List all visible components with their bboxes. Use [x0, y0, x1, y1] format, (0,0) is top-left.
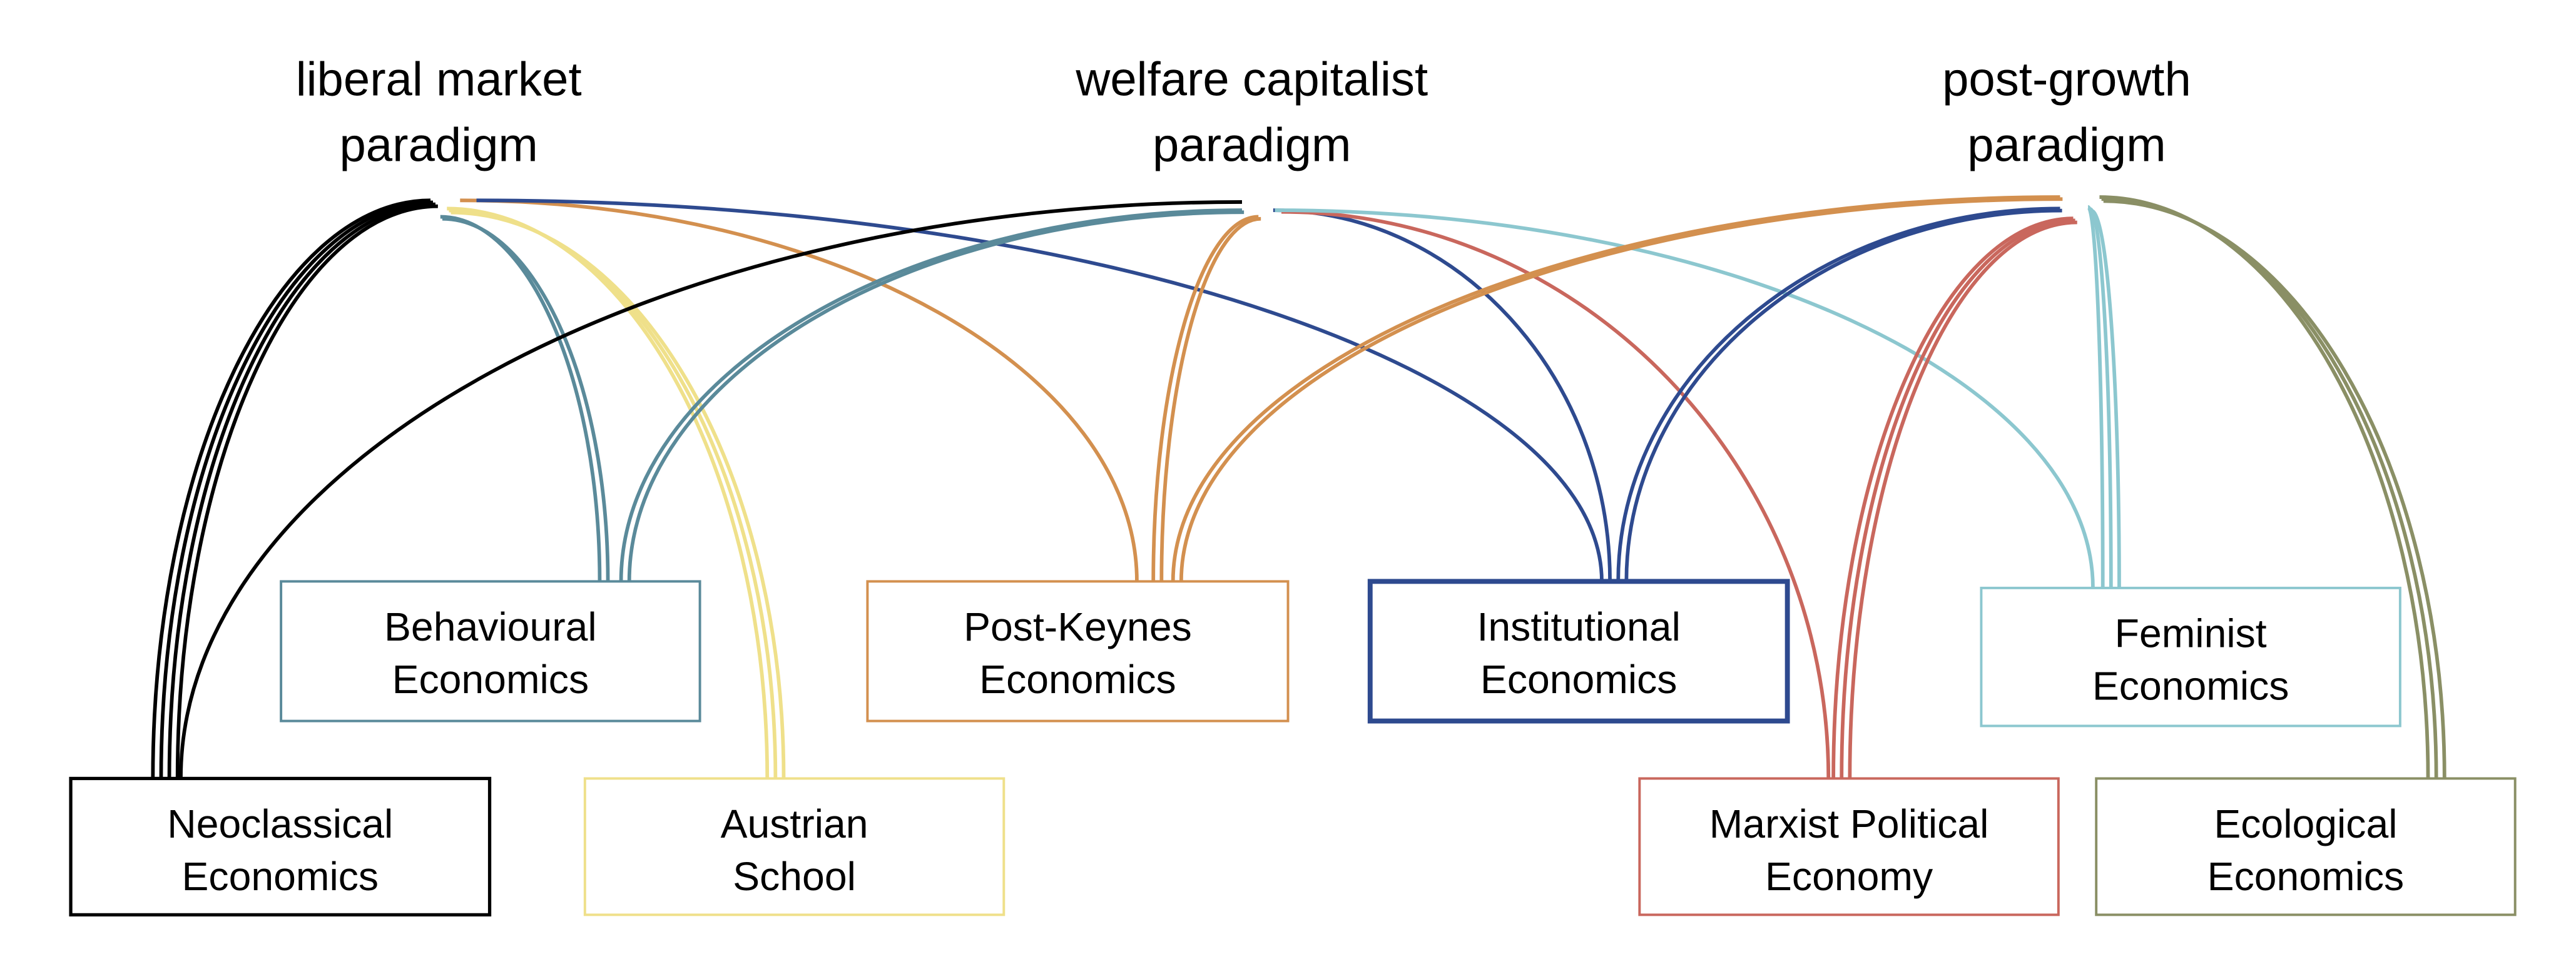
paradigm-title-line1: liberal market [296, 53, 582, 106]
link-liberal-to-postkeynes [460, 198, 1139, 582]
link-postgrowth-to-marxist [1840, 218, 2075, 779]
link-postgrowth-to-postkeynes [1171, 195, 2060, 582]
link-postgrowth-to-institutional [1624, 208, 2062, 582]
school-label-line2: Economics [182, 854, 379, 899]
school-box-border [280, 580, 701, 723]
paradigm-postgrowth: post-growth paradigm [1942, 53, 2191, 171]
school-box-border [1638, 777, 2060, 916]
paradigm-title-line2: paradigm [339, 118, 537, 171]
school-label-line1: Austrian [721, 801, 868, 846]
link-liberal-to-neoclassical [159, 200, 433, 779]
school-box-border [1980, 586, 2401, 728]
link-liberal-to-neoclassical [151, 198, 431, 779]
school-label-line2: Economics [979, 657, 1176, 702]
school-label-line2: Economy [1765, 854, 1933, 899]
link-liberal-to-institutional [476, 198, 1604, 582]
school-label-line2: Economics [2207, 854, 2405, 899]
school-label-line2: School [733, 854, 856, 899]
school-label-line1: Institutional [1477, 604, 1681, 649]
link-welfare-to-behavioural [627, 210, 1245, 582]
paradigm-title-line1: post-growth [1942, 53, 2191, 106]
link-postgrowth-to-ecological [2103, 199, 2446, 779]
school-label-line2: Economics [1480, 657, 1677, 702]
link-postgrowth-to-feminist [2091, 209, 2121, 588]
link-welfare-to-postkeynes [1151, 215, 1259, 582]
link-welfare-to-neoclassical [179, 200, 1242, 779]
school-label-line1: Ecological [2214, 801, 2397, 846]
school-label-line1: Feminist [2115, 611, 2267, 656]
link-welfare-to-feminist [1275, 208, 2095, 588]
paradigm-title-line2: paradigm [1153, 118, 1351, 171]
paradigm-titles: liberal market paradigm welfare capitali… [296, 53, 2191, 171]
link-postgrowth-to-institutional [1616, 206, 2060, 582]
link-welfare-to-marxist [1281, 210, 1831, 779]
link-postgrowth-to-marxist [1831, 216, 2074, 779]
link-postgrowth-to-postkeynes [1179, 197, 2063, 582]
link-liberal-to-behavioural [442, 216, 610, 582]
school-boxes: NeoclassicalEconomicsBehaviouralEconomic… [69, 579, 2517, 916]
school-label-line1: Neoclassical [167, 801, 393, 846]
paradigm-welfare: welfare capitalist paradigm [1075, 53, 1428, 171]
link-liberal-to-austrian [451, 210, 786, 779]
link-liberal-to-neoclassical [167, 202, 435, 779]
school-label-line2: Economics [2092, 663, 2289, 708]
school-box-border [583, 777, 1005, 916]
paradigm-title-line2: paradigm [1967, 118, 2166, 171]
school-label-line2: Economics [392, 657, 589, 702]
link-liberal-to-behavioural [440, 215, 602, 582]
link-postgrowth-to-feminist [2086, 205, 2105, 588]
paradigm-liberal: liberal market paradigm [296, 53, 582, 171]
school-box-border [69, 776, 492, 916]
school-label-line1: Marxist Political [1709, 801, 1989, 846]
school-box-border [2095, 777, 2517, 916]
school-box-border [1367, 579, 1790, 724]
link-welfare-to-postkeynes [1159, 216, 1261, 582]
school-label-line1: Behavioural [384, 604, 597, 649]
paradigm-title-line1: welfare capitalist [1075, 53, 1428, 106]
link-postgrowth-to-feminist [2089, 207, 2113, 588]
link-welfare-to-institutional [1273, 208, 1612, 582]
links-layer [151, 195, 2446, 779]
school-box-border [866, 580, 1290, 723]
link-welfare-to-behavioural [619, 208, 1242, 582]
link-liberal-to-neoclassical [175, 204, 438, 779]
school-label-line1: Post-Keynes [964, 604, 1192, 649]
link-postgrowth-to-marxist [1848, 220, 2077, 779]
